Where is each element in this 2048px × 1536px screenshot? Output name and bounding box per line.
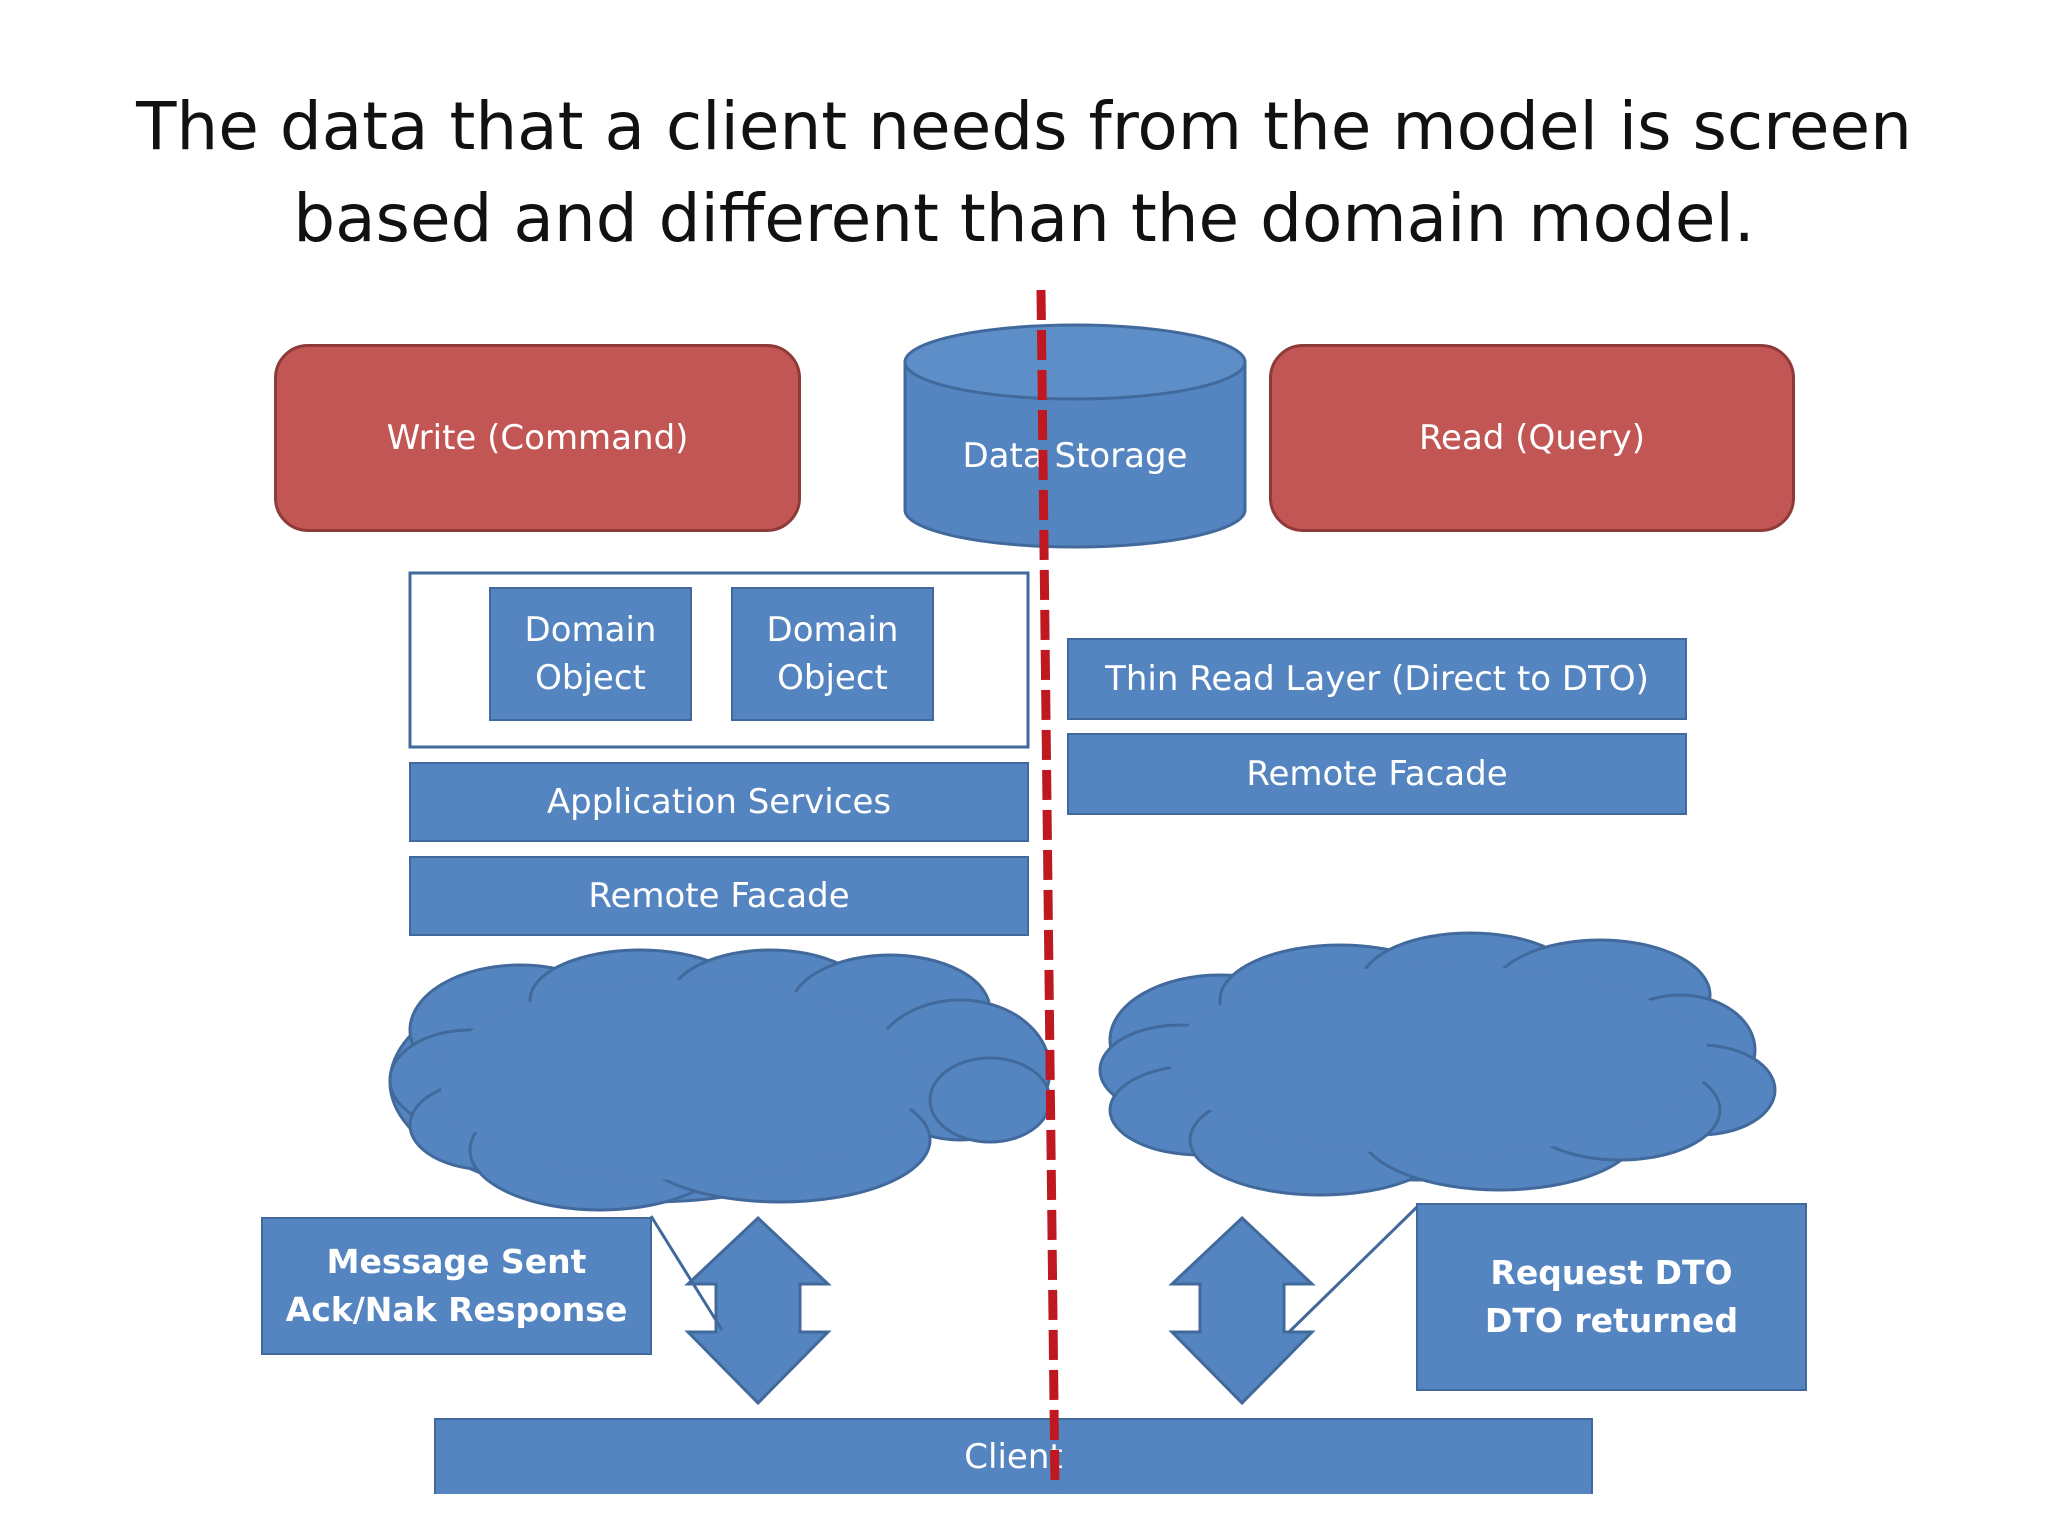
- cloud-right: [1098, 931, 1777, 1197]
- client-label: Client: [964, 1437, 1063, 1477]
- message-callout-line-2: Ack/Nak Response: [285, 1290, 628, 1329]
- slide-title-line-2: based and different than the domain mode…: [293, 180, 1755, 257]
- remote-facade-right-label: Remote Facade: [1246, 754, 1508, 794]
- thin-read-layer-label: Thin Read Layer (Direct to DTO): [1105, 659, 1649, 699]
- cloud-left: [388, 948, 1052, 1212]
- read-query-label: Read (Query): [1418, 418, 1646, 458]
- read-query-box: Read (Query): [1269, 344, 1795, 532]
- data-storage-cylinder: [903, 323, 1247, 549]
- write-command-label: Write (Command): [386, 418, 689, 458]
- double-arrow-left: [684, 1215, 832, 1406]
- domain-object-2-line-2: Object: [777, 658, 888, 698]
- write-command-box: Write (Command): [274, 344, 801, 532]
- message-callout-line-1: Message Sent: [326, 1242, 587, 1281]
- domain-object-1-line-2: Object: [535, 658, 646, 698]
- application-services-label: Application Services: [546, 782, 892, 822]
- domain-object-2-line-1: Domain: [766, 610, 899, 650]
- domain-object-box-2: Domain Object: [731, 587, 934, 721]
- request-callout-box: Request DTO DTO returned: [1416, 1203, 1807, 1391]
- remote-facade-right-box: Remote Facade: [1067, 733, 1687, 815]
- application-services-box: Application Services: [409, 762, 1029, 842]
- callout-pointer-right: [1286, 1204, 1420, 1335]
- slide-title-line-1: The data that a client needs from the mo…: [136, 88, 1912, 165]
- message-callout-box: Message Sent Ack/Nak Response: [261, 1217, 652, 1355]
- remote-facade-left-label: Remote Facade: [588, 876, 850, 916]
- callout-pointer-left: [649, 1215, 724, 1331]
- request-callout-line-2: DTO returned: [1484, 1301, 1739, 1340]
- domain-object-1-line-1: Domain: [524, 610, 657, 650]
- thin-read-layer-box: Thin Read Layer (Direct to DTO): [1067, 638, 1687, 720]
- data-storage-label: Data Storage: [962, 436, 1188, 476]
- double-arrow-right: [1168, 1215, 1316, 1406]
- request-callout-line-1: Request DTO: [1490, 1253, 1733, 1292]
- remote-facade-left-box: Remote Facade: [409, 856, 1029, 936]
- client-box: Client: [434, 1418, 1593, 1494]
- domain-object-box-1: Domain Object: [489, 587, 692, 721]
